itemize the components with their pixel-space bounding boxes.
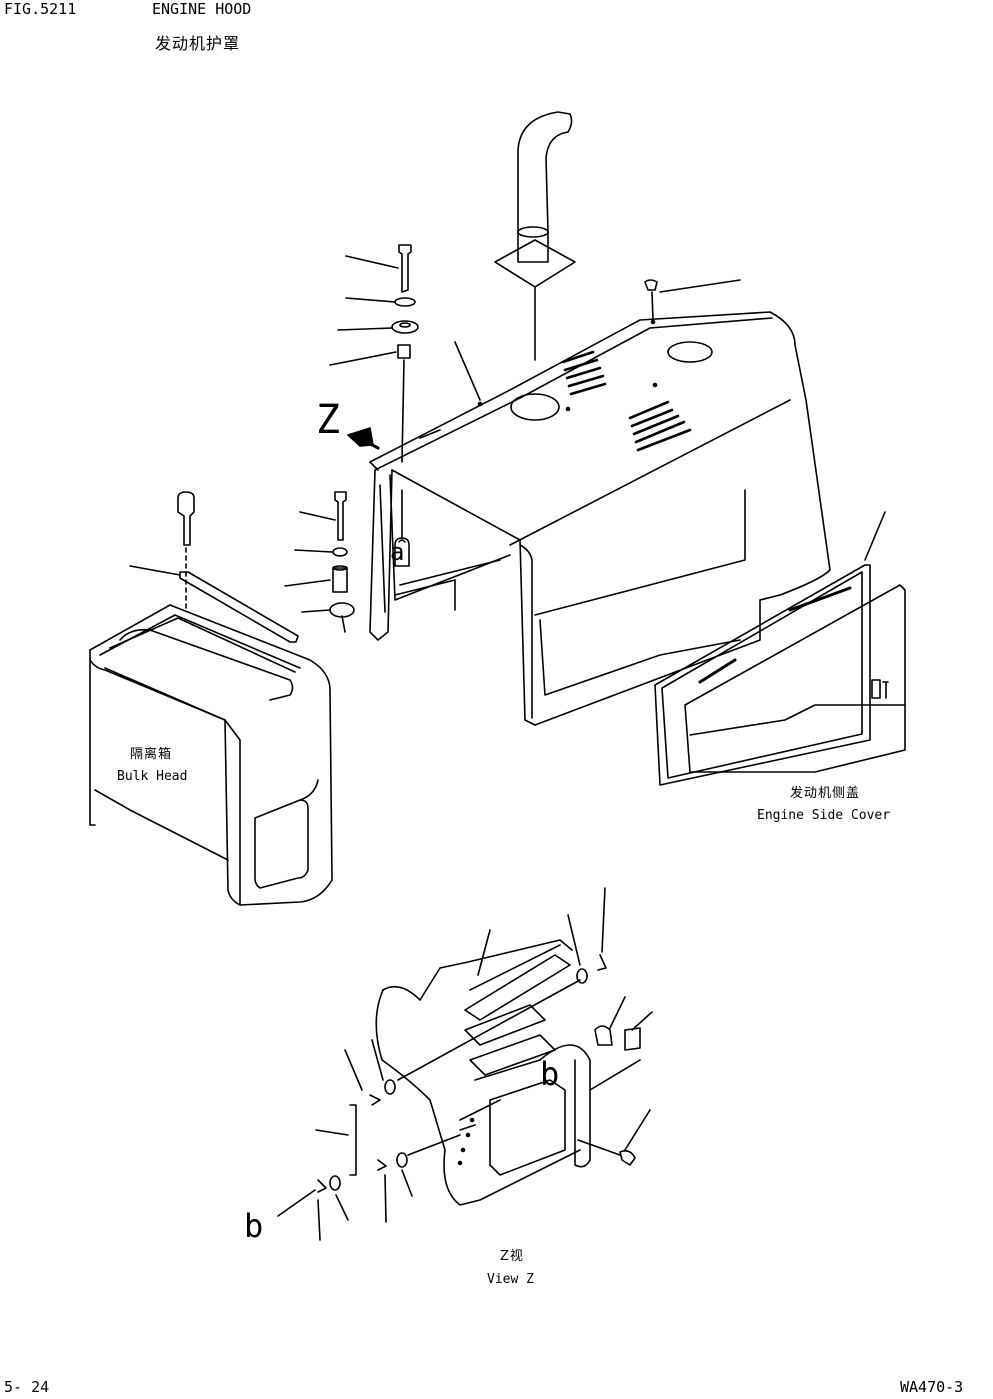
hood-plug: [645, 280, 740, 320]
view-z-detail: [278, 888, 652, 1240]
view-z-arrow: [348, 428, 378, 448]
bulkhead-box: [90, 605, 332, 905]
page-number: 5- 24: [4, 1378, 50, 1396]
callout-a: a: [390, 538, 405, 566]
figure-number: FIG.5211: [4, 0, 77, 18]
engine-side-cover: [655, 512, 905, 785]
side-bolt-stack: [285, 490, 409, 632]
side-cover-label-english: Engine Side Cover: [757, 808, 891, 823]
engine-hood-body: [370, 312, 830, 725]
view-z-marker: Z: [316, 397, 341, 443]
callout-b-lower: b: [244, 1207, 264, 1245]
view-z-label-chinese: Z视: [500, 1249, 524, 1264]
bulkhead-fastener: [130, 492, 298, 642]
bulkhead-label-chinese: 隔离箱: [130, 747, 173, 762]
bulkhead-label-english: Bulk Head: [117, 769, 188, 784]
diagram-title-chinese: 发动机护罩: [155, 34, 241, 53]
diagram-title-english: ENGINE HOOD: [152, 0, 252, 18]
callout-b-upper: b: [540, 1055, 560, 1093]
machine-model: WA470-3: [900, 1378, 964, 1396]
view-z-label-english: View Z: [487, 1272, 534, 1287]
side-cover-label-chinese: 发动机侧盖: [790, 786, 861, 801]
hood-bolt-stack: [330, 245, 418, 462]
exhaust-stack: [495, 112, 575, 360]
